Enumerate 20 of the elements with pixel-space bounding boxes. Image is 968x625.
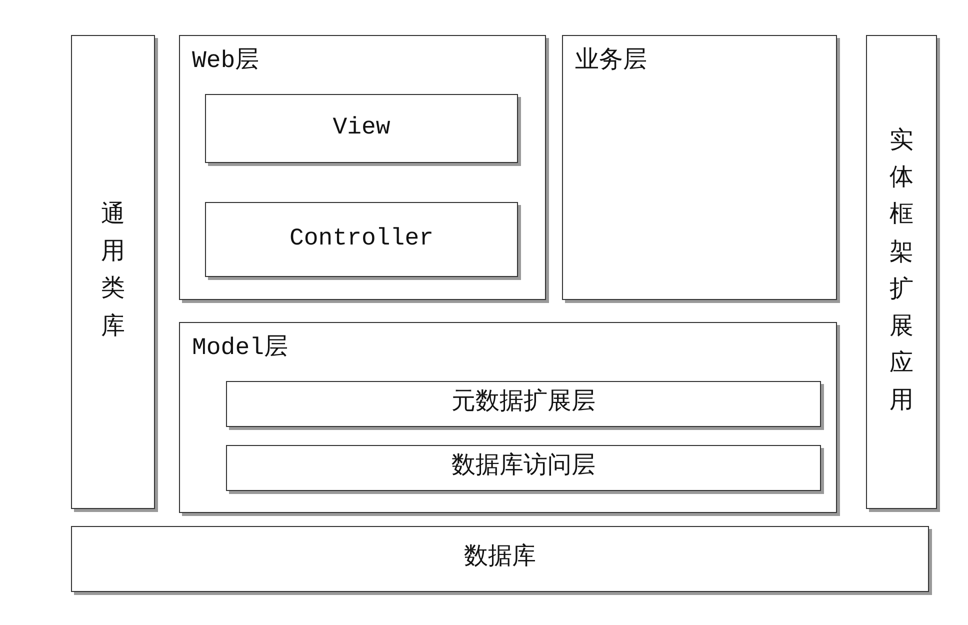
- layer-box: [226, 445, 821, 491]
- layer-panel: [179, 322, 837, 513]
- layer-box: [205, 202, 518, 277]
- layer-box: [226, 381, 821, 427]
- layer-heading: 业务层: [575, 48, 647, 77]
- layer-label: 通用类库: [101, 200, 125, 344]
- layer-heading: Model层: [192, 335, 288, 364]
- layer-box: [205, 94, 518, 163]
- layer-label: View: [332, 114, 390, 143]
- layer-label: 数据库: [464, 544, 536, 574]
- layer-panel: [71, 35, 155, 509]
- layer-box: [71, 526, 929, 592]
- layer-panel: [562, 35, 837, 300]
- layer-label: 实体框架扩展应用: [890, 126, 914, 418]
- layer-label: Controller: [289, 225, 434, 254]
- layer-label: 数据库访问层: [452, 454, 596, 482]
- layer-panel: [179, 35, 546, 300]
- layer-panel: [866, 35, 937, 509]
- layer-heading: Web层: [192, 48, 260, 77]
- layer-label: 元数据扩展层: [452, 390, 596, 418]
